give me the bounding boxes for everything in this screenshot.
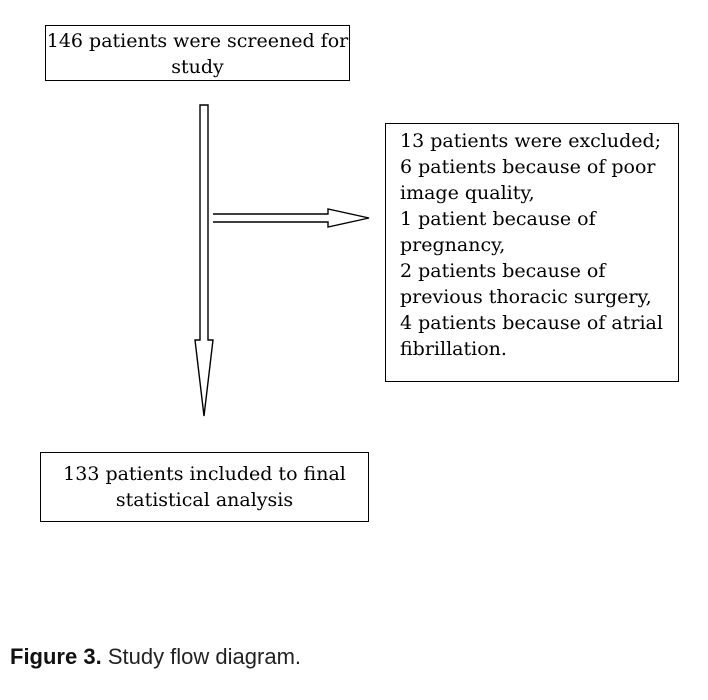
included-box: 133 patients included to final statistic…: [40, 452, 369, 522]
excluded-line-2: 6 patients because of poor: [400, 156, 656, 178]
included-line-1: 133 patients included to final: [63, 463, 346, 485]
arrow-down: [194, 104, 214, 417]
excluded-line-7: previous thoracic surgery,: [400, 286, 652, 308]
excluded-line-1: 13 patients were excluded;: [400, 130, 662, 152]
excluded-line-8: 4 patients because of atrial: [400, 312, 663, 334]
excluded-line-3: image quality,: [400, 182, 535, 204]
excluded-line-9: fibrillation.: [400, 338, 507, 360]
included-line-2: statistical analysis: [115, 489, 294, 511]
excluded-line-4: 1 patient because of: [400, 208, 596, 230]
caption-text: Study flow diagram.: [107, 644, 302, 669]
figure-caption: Figure 3. Study flow diagram.: [10, 644, 301, 670]
screened-line-2: study: [171, 56, 224, 78]
excluded-line-5: pregnancy,: [400, 234, 506, 256]
excluded-line-6: 2 patients because of: [400, 260, 606, 282]
caption-label: Figure 3.: [10, 644, 102, 669]
screened-box: 146 patients were screened for study: [45, 25, 350, 81]
excluded-box: 13 patients were excluded; 6 patients be…: [385, 123, 679, 382]
arrow-right: [213, 208, 370, 228]
screened-line-1: 146 patients were screened for: [46, 30, 349, 52]
